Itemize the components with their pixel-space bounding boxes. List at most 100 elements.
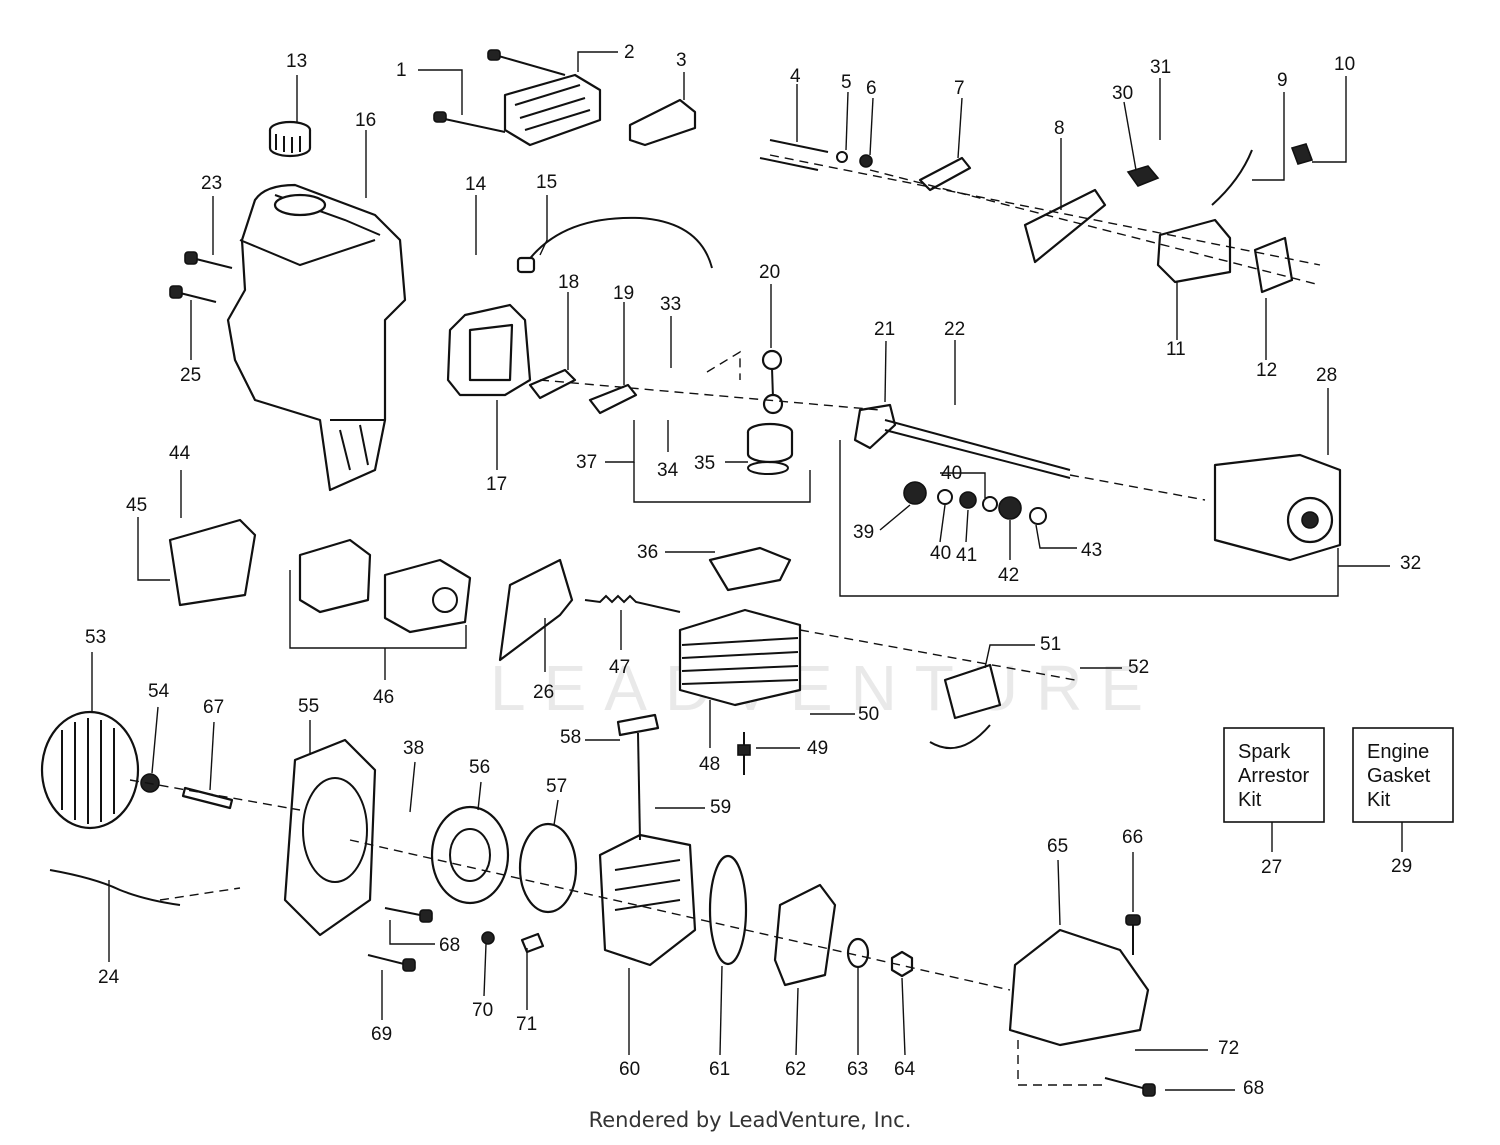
part-cylinder (678, 608, 802, 707)
callout: 51 (1040, 634, 1061, 655)
kit-spark-arrestor: Spark Arrestor Kit (1223, 727, 1325, 823)
kit-label-line: Arrestor (1238, 765, 1309, 787)
callout: 34 (657, 460, 679, 481)
part-spring-link (584, 594, 681, 613)
part-clutch (773, 883, 837, 987)
callout: 69 (371, 1024, 392, 1045)
part-reed-plate (528, 368, 577, 400)
callout: 8 (1054, 118, 1065, 139)
callout: 42 (998, 565, 1019, 586)
callout: 9 (1277, 70, 1288, 91)
callout: 10 (1334, 54, 1355, 75)
leader-lines (91, 51, 1403, 1091)
part-bearings-seals (903, 481, 1047, 525)
part-clutch-housing (1008, 928, 1150, 1047)
footer-credit: Rendered by LeadVenture, Inc. (588, 1108, 912, 1132)
part-carb-gasket (1253, 236, 1294, 294)
callout: 63 (847, 1059, 868, 1080)
callout: 37 (576, 452, 597, 473)
callout: 53 (85, 627, 106, 648)
part-fuel-tank-housing (226, 183, 407, 492)
callout: 59 (710, 797, 731, 818)
part-crankshaft (853, 403, 1071, 479)
part-piston (746, 422, 794, 475)
callout: 39 (853, 522, 874, 543)
callout: 57 (546, 776, 567, 797)
kit-label-line: Engine (1367, 741, 1429, 763)
callout: 5 (841, 72, 852, 93)
callout: 27 (1261, 857, 1282, 878)
callout: 12 (1256, 360, 1277, 381)
callout: 71 (516, 1014, 537, 1035)
part-muffler-bracket (628, 98, 697, 147)
part-stop-wire (49, 869, 181, 906)
part-air-filter (298, 538, 472, 634)
watermark: LEADVENTURE (490, 652, 1161, 724)
callout: 2 (624, 42, 635, 63)
callout: 24 (98, 967, 120, 988)
callout: 35 (694, 453, 715, 474)
part-heat-shield (498, 558, 574, 662)
callout: 72 (1218, 1038, 1239, 1059)
part-connecting-rod (761, 349, 784, 415)
callout: 55 (298, 696, 319, 717)
callout: 11 (1166, 339, 1186, 360)
callout: 17 (486, 474, 507, 495)
callout: 23 (201, 173, 222, 194)
callout: 44 (169, 443, 191, 464)
part-starter-handle (616, 713, 660, 737)
callout: 50 (858, 704, 879, 725)
part-screw-70 (481, 931, 495, 945)
callout: 6 (866, 78, 877, 99)
callout: 36 (637, 542, 658, 563)
kit-label-line: Spark (1238, 741, 1291, 763)
part-primer (1290, 143, 1314, 165)
callout: 21 (874, 319, 895, 340)
callout: 67 (203, 697, 224, 718)
part-nut-64 (890, 950, 914, 978)
part-air-filter-cover (168, 518, 257, 607)
callout: 68 (1243, 1078, 1264, 1099)
part-crankcase (1213, 453, 1342, 562)
callout: 46 (373, 687, 394, 708)
callout: 14 (465, 174, 487, 195)
callout: 4 (790, 66, 801, 87)
part-lever-screws (759, 139, 972, 192)
callout: 47 (609, 657, 630, 678)
callout: 66 (1122, 827, 1143, 848)
part-throttle-wire (524, 216, 713, 269)
callout: 40 (930, 543, 951, 564)
part-muffler (433, 49, 602, 147)
callout: 7 (954, 78, 965, 99)
callout: 3 (676, 50, 687, 71)
callout: 16 (355, 110, 376, 131)
part-pawl-71 (520, 932, 545, 954)
callout: 52 (1128, 657, 1149, 678)
parts (40, 49, 1342, 1097)
callout: 31 (1150, 57, 1171, 78)
callout: 60 (619, 1059, 640, 1080)
part-flywheel (40, 710, 140, 830)
part-ignition-coil (943, 663, 1002, 720)
kit-label-line: Gasket (1367, 765, 1431, 787)
callout: 54 (148, 681, 170, 702)
part-carburetor (1156, 218, 1232, 284)
part-starter-rope (637, 732, 641, 841)
part-fan-housing (283, 738, 377, 937)
callout: 58 (560, 727, 581, 748)
callout: 49 (807, 738, 828, 759)
part-cylinder-gasket (708, 546, 792, 592)
callout: 40 (941, 463, 962, 484)
callout: 22 (944, 319, 965, 340)
callout: 30 (1112, 83, 1133, 104)
callout: 56 (469, 757, 490, 778)
part-screws-lower (367, 907, 1156, 1097)
part-fuel-cap (268, 120, 312, 158)
callout: 29 (1391, 856, 1412, 877)
callout: 18 (558, 272, 579, 293)
part-throttle-spring (1126, 165, 1160, 187)
part-recoil-spring (518, 822, 578, 914)
kit-label-line: Kit (1238, 789, 1262, 811)
callout: 41 (956, 545, 977, 566)
